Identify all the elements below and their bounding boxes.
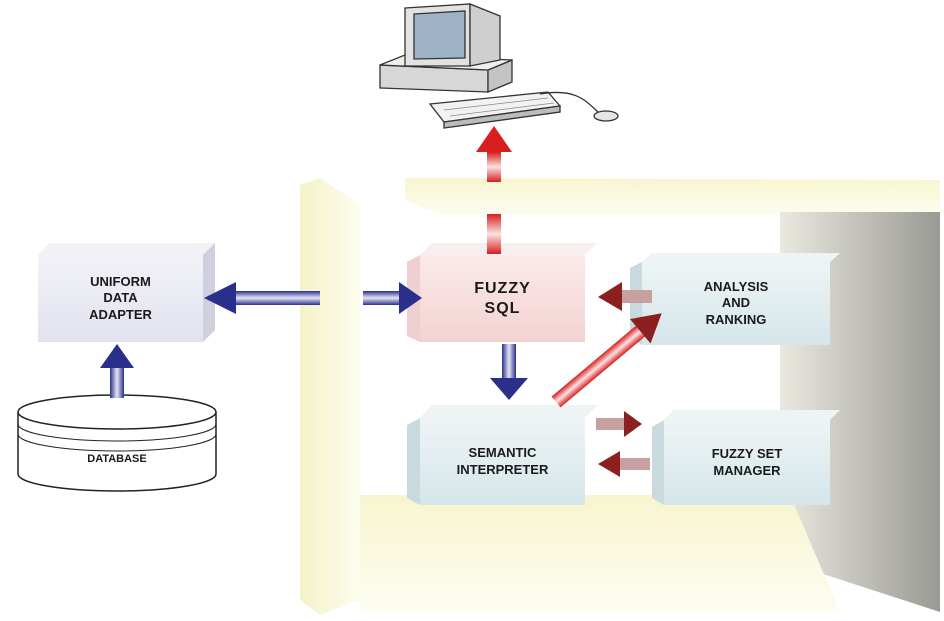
- fuzzy-sql-box: [407, 243, 597, 342]
- database-label: DATABASE: [18, 440, 216, 480]
- label-line: FUZZY: [474, 279, 531, 297]
- arrow-fuzzy-sql-to-semantic: [490, 344, 528, 400]
- fuzzy-set-manager-label: FUZZY SET MANAGER: [664, 420, 830, 505]
- arrow-database-to-adapter: [100, 344, 134, 398]
- arrows: [100, 126, 662, 477]
- semantic-interpreter-label: SEMANTIC INTERPRETER: [420, 418, 585, 505]
- label-line: RANKING: [705, 311, 767, 327]
- uniform-data-adapter-box: [38, 243, 215, 342]
- fuzzy-set-manager-box: [652, 410, 840, 505]
- semantic-interpreter-box: [407, 405, 597, 505]
- arrow-semantic-to-analysis: [551, 313, 662, 408]
- computer-workstation-icon: [379, 3, 619, 129]
- arrow-fuzzy-sql-to-computer: [476, 126, 512, 254]
- arrow-semantic-to-fuzzy-set: [596, 411, 642, 437]
- analysis-ranking-label: ANALYSIS AND RANKING: [642, 262, 830, 345]
- arrow-into-fuzzy-sql: [363, 282, 422, 314]
- arrow-analysis-to-fuzzy-sql: [598, 282, 652, 311]
- label-line: ANALYSIS: [703, 279, 769, 295]
- label-line: UNIFORM: [90, 274, 151, 290]
- label-line: MANAGER: [713, 462, 781, 478]
- label-line: AND: [721, 295, 751, 311]
- fuzzy-sql-label: FUZZY SQL: [420, 255, 585, 342]
- arrow-to-uniform-data-adapter: [204, 282, 320, 314]
- frame-structure: [300, 178, 940, 615]
- label-line: DATABASE: [87, 453, 147, 466]
- label-line: ADAPTER: [89, 306, 152, 322]
- uniform-data-adapter-label: UNIFORM DATA ADAPTER: [38, 255, 203, 342]
- label-line: INTERPRETER: [456, 461, 549, 477]
- frame-floor: [360, 495, 840, 612]
- arrow-fuzzy-set-to-semantic: [598, 451, 650, 477]
- frame-top-beam: [405, 178, 940, 215]
- label-line: FUZZY SET: [711, 446, 783, 462]
- label-line: SQL: [484, 299, 521, 317]
- label-line: DATA: [103, 290, 138, 306]
- frame-left-post: [300, 178, 360, 615]
- label-line: SEMANTIC: [468, 445, 537, 461]
